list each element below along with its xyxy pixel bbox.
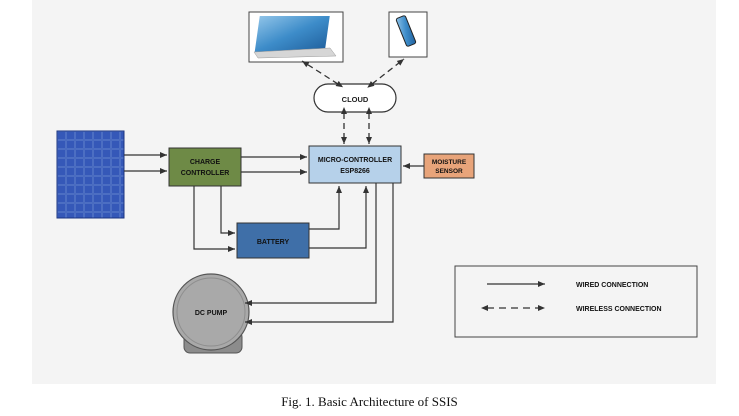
moisture-sensor-node: MOISTURE SENSOR — [423, 153, 475, 179]
wired-connections — [124, 152, 424, 325]
battery-label: BATTERY — [257, 239, 290, 246]
charge-controller-node: CHARGE CONTROLLER — [168, 147, 242, 187]
cloud-node: CLOUD — [313, 83, 397, 113]
legend: WIRED CONNECTION WIRELESS CONNECTION — [454, 265, 698, 338]
architecture-diagram: CLOUD CHARGE CONTROLLER MICRO-CONTROLLER… — [56, 11, 698, 354]
moisture-sensor-label-line2: SENSOR — [435, 168, 463, 175]
moisture-sensor-label-line1: MOISTURE — [432, 159, 467, 166]
microcontroller-label-line2: ESP8266 — [340, 168, 370, 175]
laptop-icon — [248, 11, 344, 63]
microcontroller-label-line1: MICRO-CONTROLLER — [318, 157, 392, 164]
wireless-connections — [301, 58, 405, 144]
phone-icon — [388, 11, 428, 58]
cloud-laptop-link — [301, 60, 344, 88]
cloud-phone-link — [367, 58, 405, 88]
charge-controller-label-line1: CHARGE — [190, 159, 221, 166]
legend-wireless-label: WIRELESS CONNECTION — [576, 306, 662, 313]
legend-wired-label: WIRED CONNECTION — [576, 282, 648, 289]
cloud-label: CLOUD — [342, 95, 369, 104]
dc-pump-icon: DC PUMP — [172, 273, 250, 354]
charge-controller-label-line2: CONTROLLER — [181, 170, 230, 177]
solar-panel-icon — [56, 130, 125, 219]
battery-node: BATTERY — [236, 222, 310, 259]
microcontroller-node: MICRO-CONTROLLER ESP8266 — [308, 145, 402, 184]
dc-pump-label: DC PUMP — [195, 310, 228, 317]
figure-caption: Fig. 1. Basic Architecture of SSIS — [281, 394, 458, 409]
